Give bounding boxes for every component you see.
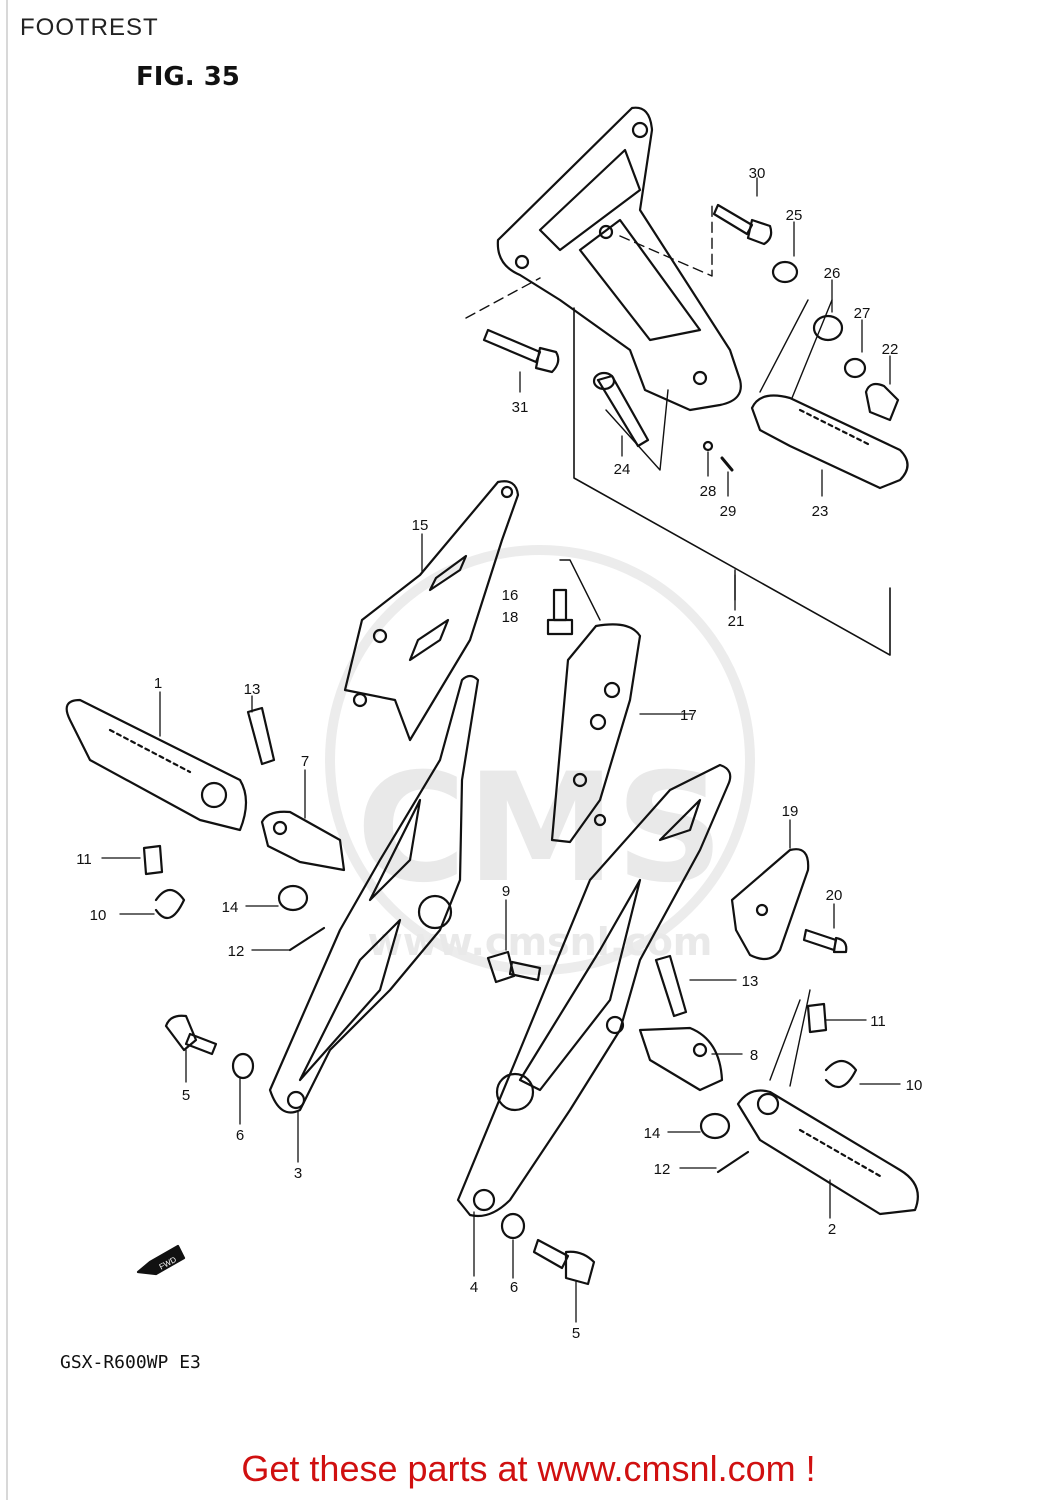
part-21-rear-bracket xyxy=(496,106,742,412)
footrest-exploded-diagram: CMS www.cmsnl.com xyxy=(65,106,922,1342)
parts-store-link[interactable]: Get these parts at www.cmsnl.com ! xyxy=(241,1448,816,1489)
callout-9: 9 xyxy=(502,883,510,900)
model-code-label: GSX-R600WP E3 xyxy=(60,1352,201,1373)
callout-20: 20 xyxy=(826,887,843,904)
part-10-spring-left xyxy=(154,888,186,920)
figure-label: FIG. 35 xyxy=(136,62,240,92)
part-12-cotter-pin-left xyxy=(288,926,326,952)
callout-4: 4 xyxy=(470,1279,478,1296)
part-6-washer-right xyxy=(500,1212,526,1240)
part-22-cap xyxy=(864,382,900,422)
part-4-right-footrest-bracket xyxy=(456,763,732,1218)
part-13-pin-right xyxy=(654,954,688,1018)
part-11-spacer-right xyxy=(806,1002,828,1034)
part-17-heel-plate xyxy=(550,623,642,844)
part-14-washer-left xyxy=(277,884,309,912)
callout-29: 29 xyxy=(720,503,737,520)
part-20-screw xyxy=(802,928,848,954)
part-23-rear-footpeg xyxy=(750,394,909,490)
callout-13-right: 13 xyxy=(742,973,759,990)
part-25-washer xyxy=(771,260,799,284)
callout-14-right: 14 xyxy=(644,1125,661,1142)
callout-18: 18 xyxy=(502,609,519,626)
watermark: CMS www.cmsnl.com xyxy=(325,545,755,975)
part-10-spring-right xyxy=(824,1059,858,1089)
part-16-bolt xyxy=(546,588,574,636)
callout-24: 24 xyxy=(614,461,631,478)
part-9-bolt xyxy=(486,950,542,984)
part-24-bolt xyxy=(592,371,650,448)
part-12-cotter-pin-right xyxy=(716,1150,750,1174)
callout-12-right: 12 xyxy=(654,1161,671,1178)
callout-19: 19 xyxy=(782,803,799,820)
callout-3: 3 xyxy=(294,1165,302,1182)
part-2-right-footpeg xyxy=(736,1089,919,1216)
part-26-washer xyxy=(812,314,844,342)
callout-21: 21 xyxy=(728,613,745,630)
part-30-bolt xyxy=(712,203,773,246)
callout-2: 2 xyxy=(828,1221,836,1238)
callout-28: 28 xyxy=(700,483,717,500)
callout-6-right: 6 xyxy=(510,1279,518,1296)
part-7-pivot xyxy=(260,810,346,872)
callout-16: 16 xyxy=(502,587,519,604)
part-15-heel-plate xyxy=(343,480,520,742)
callout-30: 30 xyxy=(749,165,766,182)
part-19-heel-guard xyxy=(730,848,810,961)
watermark-url: www.cmsnl.com xyxy=(368,920,713,964)
callout-15: 15 xyxy=(412,517,429,534)
callout-23: 23 xyxy=(812,503,829,520)
callout-labels: 30 25 26 27 22 31 24 28 29 23 21 15 16 1… xyxy=(76,165,922,1342)
part-27-nut xyxy=(843,357,867,379)
callout-11-right: 11 xyxy=(870,1013,886,1030)
callout-26: 26 xyxy=(824,265,841,282)
callout-14-left: 14 xyxy=(222,899,239,916)
part-6-washer-left xyxy=(231,1052,255,1080)
part-3-left-footrest-bracket xyxy=(268,674,480,1114)
part-28-ball xyxy=(702,440,714,452)
fwd-arrow-icon xyxy=(136,1244,186,1276)
callout-13-left: 13 xyxy=(244,681,261,698)
page-title: FOOTREST xyxy=(20,14,159,41)
part-29-spring xyxy=(720,456,734,472)
callout-12-left: 12 xyxy=(228,943,245,960)
watermark-logo-text: CMS xyxy=(356,742,723,916)
callout-1: 1 xyxy=(154,675,162,692)
callout-31: 31 xyxy=(512,399,529,416)
page-edge-rule xyxy=(6,0,8,1500)
callout-22: 22 xyxy=(882,341,899,358)
part-11-spacer-left xyxy=(142,844,164,876)
part-14-washer-right xyxy=(699,1112,731,1140)
callout-5-right: 5 xyxy=(572,1325,580,1342)
callout-8: 8 xyxy=(750,1047,758,1064)
part-8-pivot xyxy=(638,1026,724,1092)
callout-27: 27 xyxy=(854,305,871,322)
callout-11-left: 11 xyxy=(76,851,92,868)
part-1-left-footpeg xyxy=(65,698,248,832)
callout-6-left: 6 xyxy=(236,1127,244,1144)
callout-17: 17 xyxy=(680,707,697,724)
callout-10-right: 10 xyxy=(906,1077,923,1094)
callout-7: 7 xyxy=(301,753,309,770)
part-5-bolt-right xyxy=(532,1238,596,1286)
callout-10-left: 10 xyxy=(90,907,107,924)
part-13-pin-left xyxy=(246,706,276,766)
callout-25: 25 xyxy=(786,207,803,224)
part-31-bolt xyxy=(482,328,560,374)
part-5-bolt-left xyxy=(164,1014,218,1056)
callout-5-left: 5 xyxy=(182,1087,190,1104)
